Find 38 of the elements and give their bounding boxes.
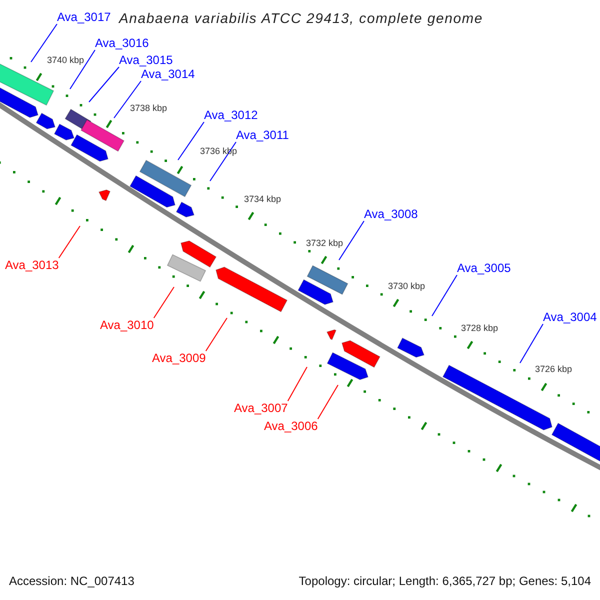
scale-label: 3728 kbp (461, 323, 498, 334)
scale-label: 3738 kbp (130, 103, 168, 114)
gene-label: Ava_3011 (236, 128, 289, 142)
scale-label: 3732 kbp (306, 238, 344, 249)
leader-line (58, 226, 80, 258)
leader-line (210, 142, 236, 182)
leader-line (30, 24, 58, 62)
genome-info-text: Topology: circular; Length: 6,365,727 bp; Genes: 5,104 (298, 574, 591, 589)
gene-label: Ava_3008 (364, 207, 418, 221)
gene-label: Ava_3005 (457, 261, 511, 275)
gene-label: Ava_3009 (152, 351, 206, 365)
leader-line (88, 66, 120, 102)
scale-label: 3734 kbp (244, 194, 282, 205)
gene-label: Ava_3015 (119, 53, 173, 67)
leader-line (287, 366, 308, 402)
gene-label: Ava_3016 (95, 36, 149, 50)
leader-line (432, 274, 458, 316)
gene-label: Ava_3017 (57, 10, 111, 24)
gene-label: Ava_3010 (100, 318, 154, 332)
scale-label: 3726 kbp (535, 364, 572, 375)
leader-line (205, 318, 228, 352)
leader-line (317, 384, 338, 420)
gene-label: Ava_3006 (264, 419, 318, 433)
gene-label: Ava_3012 (204, 108, 258, 122)
accession-text: Accession: NC_007413 (9, 574, 134, 589)
leader-line (520, 324, 544, 364)
scale-label: 3730 kbp (388, 281, 426, 292)
gene-label: Ava_3013 (5, 258, 59, 272)
gene-label: Ava_3004 (543, 310, 597, 324)
leader-line (338, 220, 364, 260)
gene-label: Ava_3007 (234, 401, 288, 415)
leader-line (70, 50, 96, 90)
leader-line (114, 80, 142, 118)
title: Anabaena variabilis ATCC 29413, complete genome (119, 9, 484, 28)
leader-line (178, 122, 204, 160)
scale-label: 3740 kbp (47, 55, 84, 66)
leader-line (153, 286, 174, 318)
gene-label: Ava_3014 (141, 67, 195, 81)
